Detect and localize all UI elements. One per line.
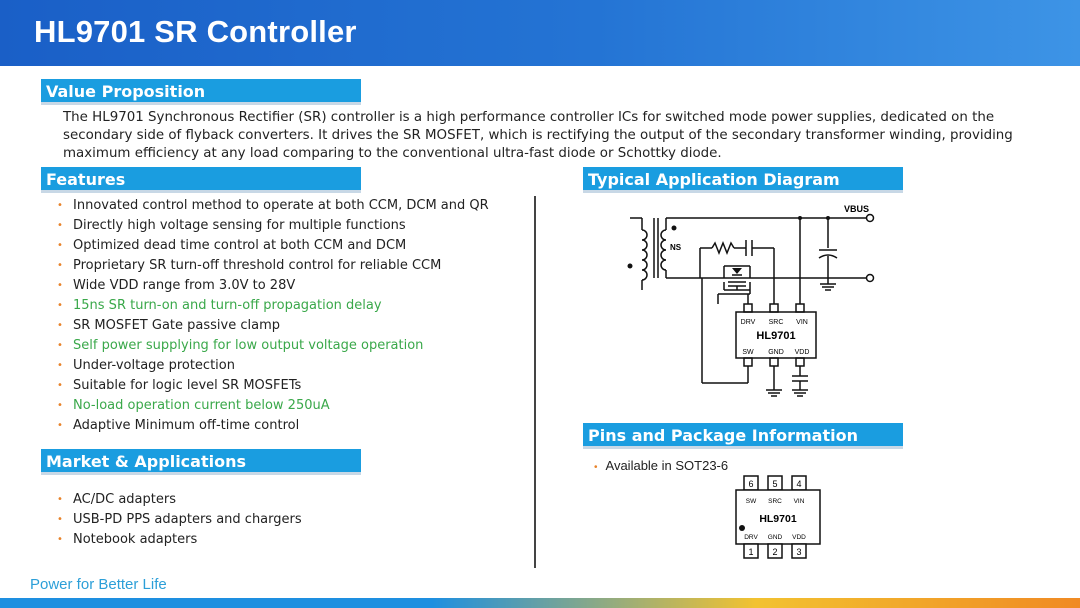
feature-item: Innovated control method to operate at b…: [55, 196, 489, 216]
application-item: Notebook adapters: [55, 530, 302, 550]
applications-list: AC/DC adapters USB-PD PPS adapters and c…: [55, 490, 302, 550]
pkg-label-src: SRC: [768, 498, 782, 505]
pkg-chip-label: HL9701: [759, 513, 797, 525]
feature-item-highlighted: No-load operation current below 250uA: [55, 396, 489, 416]
ns-label: NS: [670, 243, 682, 252]
pin-label-gnd: GND: [768, 349, 784, 356]
application-item: USB-PD PPS adapters and chargers: [55, 510, 302, 530]
pin-number-2: 2: [772, 547, 777, 557]
pin-number-4: 4: [796, 479, 801, 489]
section-header-value-proposition: Value Proposition: [41, 79, 361, 105]
section-header-diagram: Typical Application Diagram: [583, 167, 903, 193]
section-header-features: Features: [41, 167, 361, 193]
pin-label-drv: DRV: [741, 319, 756, 326]
intro-paragraph: The HL9701 Synchronous Rectifier (SR) co…: [63, 110, 1013, 161]
features-list: Innovated control method to operate at b…: [55, 196, 489, 436]
section-header-market: Market & Applications: [41, 449, 361, 475]
application-item: AC/DC adapters: [55, 490, 302, 510]
column-divider: [534, 196, 536, 568]
feature-item: Directly high voltage sensing for multip…: [55, 216, 489, 236]
pkg-label-drv: DRV: [744, 534, 758, 541]
feature-item: Proprietary SR turn-off threshold contro…: [55, 256, 489, 276]
application-diagram: VBUS NS DRV SRC VIN HL9701 SW GND VDD: [627, 204, 875, 397]
footer-bar: [0, 598, 1080, 608]
feature-item: Under-voltage protection: [55, 356, 489, 376]
chip-label: HL9701: [756, 330, 795, 342]
pkg-label-vin: VIN: [794, 498, 805, 505]
pin-label-src: SRC: [769, 319, 784, 326]
vbus-label: VBUS: [844, 204, 869, 214]
feature-item-highlighted: Self power supplying for low output volt…: [55, 336, 489, 356]
feature-item: SR MOSFET Gate passive clamp: [55, 316, 489, 336]
feature-item: Suitable for logic level SR MOSFETs: [55, 376, 489, 396]
pkg-label-vdd: VDD: [792, 534, 806, 541]
pin-number-6: 6: [748, 479, 753, 489]
feature-item: Adaptive Minimum off-time control: [55, 416, 489, 436]
pkg-label-gnd: GND: [768, 534, 783, 541]
pin-number-1: 1: [748, 547, 753, 557]
footer-tagline: Power for Better Life: [30, 576, 167, 593]
package-item: Available in SOT23-6: [594, 458, 729, 473]
pin-number-3: 3: [796, 547, 801, 557]
feature-item-highlighted: 15ns SR turn-on and turn-off propagation…: [55, 296, 489, 316]
pkg-label-sw: SW: [746, 498, 757, 505]
pin-number-5: 5: [772, 479, 777, 489]
section-header-pins: Pins and Package Information: [583, 423, 903, 449]
feature-item: Optimized dead time control at both CCM …: [55, 236, 489, 256]
feature-item: Wide VDD range from 3.0V to 28V: [55, 276, 489, 296]
title-bar: HL9701 SR Controller: [0, 0, 1080, 66]
pin-label-vdd: VDD: [795, 349, 810, 356]
package-diagram: 6 5 4 SW SRC VIN HL9701 DRV GND VDD 1 2 …: [735, 475, 821, 559]
page-title: HL9701 SR Controller: [34, 14, 357, 49]
pin-label-sw: SW: [742, 349, 754, 356]
pin-label-vin: VIN: [796, 319, 808, 326]
